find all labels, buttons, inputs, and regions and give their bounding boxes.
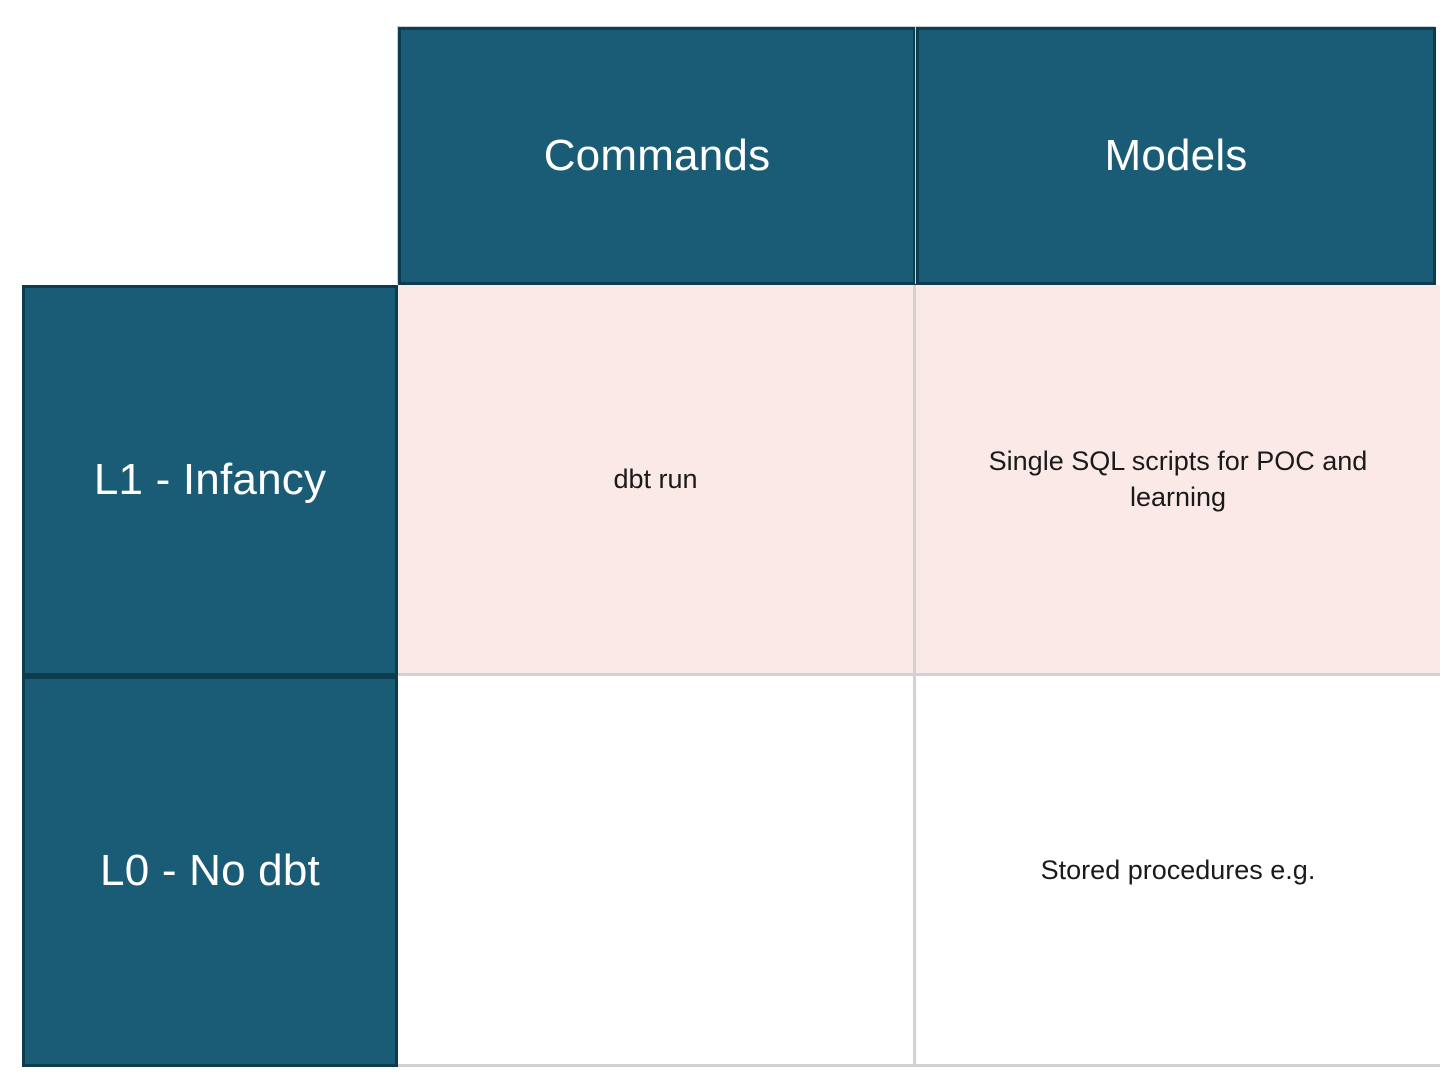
row-header-l1-infancy[interactable]: L1 - Infancy [22, 285, 398, 676]
column-header-models[interactable]: Models [916, 27, 1436, 285]
row-header-l1-infancy-label: L1 - Infancy [93, 455, 327, 505]
column-header-models-label: Models [1104, 130, 1248, 180]
cell-l1-commands-text: dbt run [613, 463, 698, 494]
cell-l0-commands[interactable] [398, 676, 916, 1067]
cell-l1-models[interactable]: Single SQL scripts for POC and learning [916, 285, 1440, 676]
row-header-l0-no-dbt-label: L0 - No dbt [100, 846, 320, 896]
cell-l1-models-text: Single SQL scripts for POC and learning [988, 445, 1368, 512]
cell-l0-models[interactable]: Stored procedures e.g. [916, 676, 1440, 1067]
row-header-l0-no-dbt[interactable]: L0 - No dbt [22, 676, 398, 1067]
matrix-corner-blank [22, 27, 398, 285]
cell-l1-commands[interactable]: dbt run [398, 285, 916, 676]
cell-l0-models-text: Stored procedures e.g. [1040, 854, 1316, 885]
column-header-commands[interactable]: Commands [398, 27, 916, 285]
column-header-commands-label: Commands [543, 130, 771, 180]
